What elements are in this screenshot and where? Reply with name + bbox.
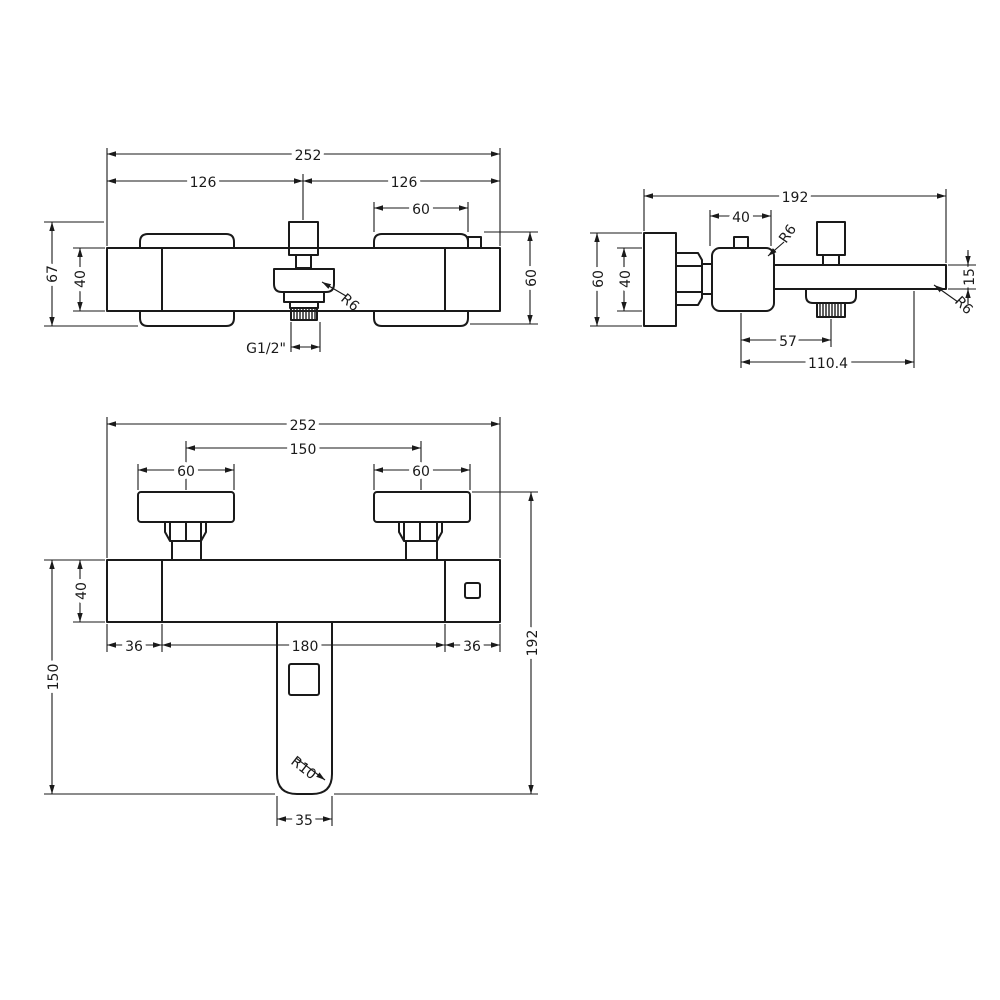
front-valve-stem	[288, 221, 319, 256]
side-view: 192 40 R6 60 40 15 R6 57	[587, 186, 981, 376]
front-dim-right-half: 126	[391, 175, 418, 191]
front-dim-overall-height: 67	[45, 265, 61, 283]
top-dim-left-end: 36	[125, 639, 143, 655]
side-hex-nut	[675, 252, 703, 306]
side-dim-body-height: 40	[618, 270, 634, 288]
top-dim-left-handle-width: 60	[177, 464, 195, 480]
front-dim-left-half: 126	[190, 175, 217, 191]
top-dim-middle-span: 180	[292, 639, 319, 655]
top-right-handle	[373, 491, 471, 523]
side-dim-valve-width: 40	[732, 210, 750, 226]
top-dim-handle-centers: 150	[290, 442, 317, 458]
top-view: 252 150 60 60 40 36 180 36	[42, 414, 545, 833]
side-valve-body	[711, 247, 775, 312]
front-dim-thread: G1/2"	[246, 341, 286, 357]
front-left-handle	[139, 233, 235, 327]
side-thread	[816, 302, 846, 318]
side-dim-overall-depth: 192	[782, 190, 809, 206]
side-spout	[773, 264, 947, 290]
front-dim-side-height: 60	[524, 269, 540, 287]
front-thread	[290, 307, 318, 321]
top-dim-right-handle-width: 60	[412, 464, 430, 480]
top-dim-spout-length: 150	[46, 664, 62, 691]
side-dim-wall-plate-height: 60	[591, 270, 607, 288]
top-spout	[276, 621, 333, 795]
top-button	[464, 582, 481, 599]
front-view: 252 126 126 60 67 40 60 R6 G1/2	[41, 144, 544, 357]
front-dim-handle-width: 60	[412, 202, 430, 218]
side-dim-spout-radius: R6	[951, 294, 976, 319]
top-body	[106, 559, 501, 623]
top-dim-total-depth: 192	[525, 630, 541, 657]
top-dim-overall-width: 252	[290, 418, 317, 434]
side-dim-outlet-offset: 57	[779, 334, 797, 350]
front-dim-overall-width: 252	[295, 148, 322, 164]
front-inlet-nut	[273, 268, 335, 293]
side-wall-plate	[643, 232, 677, 327]
top-dim-spout-width: 35	[295, 813, 313, 829]
top-spout-aerator	[288, 663, 320, 696]
top-dim-right-end: 36	[463, 639, 481, 655]
side-dim-spout-thickness: 15	[962, 268, 978, 286]
top-left-handle	[137, 491, 235, 523]
top-dim-spout-radius: R10	[288, 754, 320, 784]
side-dim-valve-radius: R6	[776, 222, 800, 247]
side-dim-spout-reach: 110.4	[808, 356, 848, 372]
top-dim-body-depth: 40	[74, 582, 90, 600]
front-dim-body-height: 40	[73, 270, 89, 288]
